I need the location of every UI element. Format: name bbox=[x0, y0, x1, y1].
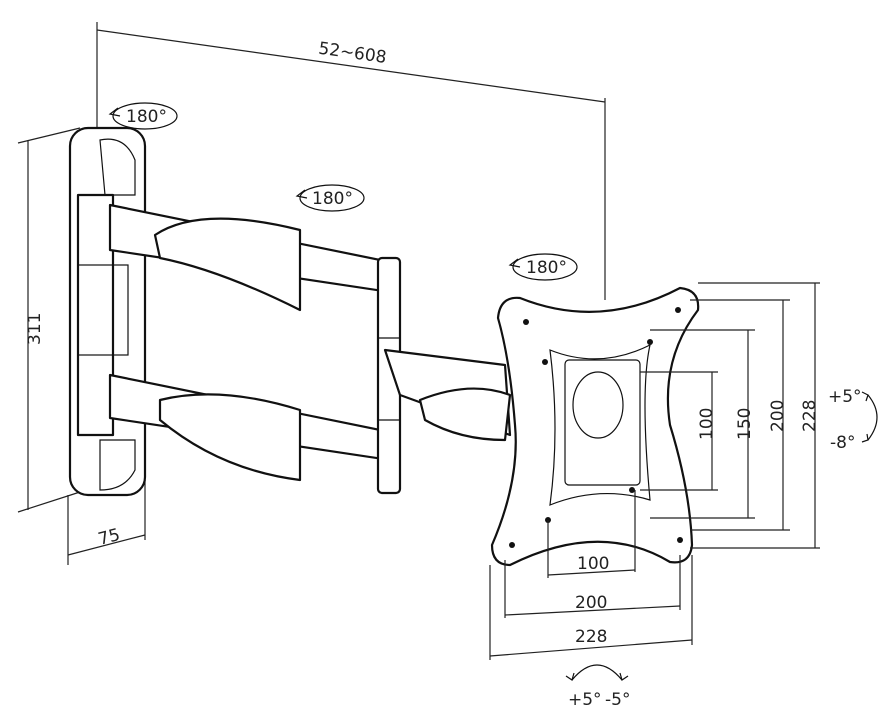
vesa-horizontal-dimensions: 100 200 228 bbox=[489, 490, 693, 660]
rotation-arm-pivot: 180° bbox=[295, 184, 365, 212]
svg-text:180°: 180° bbox=[126, 107, 167, 127]
svg-text:200: 200 bbox=[575, 593, 607, 613]
tilt-indicator: +5° -8° bbox=[828, 387, 878, 453]
svg-text:228: 228 bbox=[575, 627, 607, 647]
svg-text:311: 311 bbox=[25, 313, 45, 345]
vesa-plate bbox=[490, 286, 700, 567]
svg-text:+5°: +5° bbox=[568, 690, 602, 710]
svg-text:228: 228 bbox=[800, 400, 820, 432]
svg-text:180°: 180° bbox=[312, 189, 353, 209]
svg-text:100: 100 bbox=[697, 408, 717, 440]
svg-text:180°: 180° bbox=[526, 258, 567, 278]
vesa-vertical-dimensions: 100 150 200 228 bbox=[640, 282, 820, 549]
svg-text:150: 150 bbox=[735, 408, 755, 440]
extension-label: 52~608 bbox=[317, 39, 387, 68]
rotation-head-pivot: 180° bbox=[508, 253, 578, 281]
lower-arm bbox=[108, 373, 392, 482]
wall-plate bbox=[68, 126, 147, 497]
svg-text:75: 75 bbox=[96, 525, 122, 550]
svg-text:100: 100 bbox=[577, 554, 609, 574]
upper-arm bbox=[108, 203, 392, 312]
head-arm bbox=[383, 348, 512, 442]
svg-text:-8°: -8° bbox=[830, 433, 855, 453]
swivel-indicator: +5° -5° bbox=[565, 664, 630, 710]
svg-text:+5°: +5° bbox=[828, 387, 862, 407]
wall-plate-height-dimension: 311 bbox=[17, 127, 81, 513]
svg-text:-5°: -5° bbox=[605, 690, 630, 710]
rotation-wall-pivot: 180° bbox=[108, 102, 178, 130]
svg-text:200: 200 bbox=[768, 400, 788, 432]
